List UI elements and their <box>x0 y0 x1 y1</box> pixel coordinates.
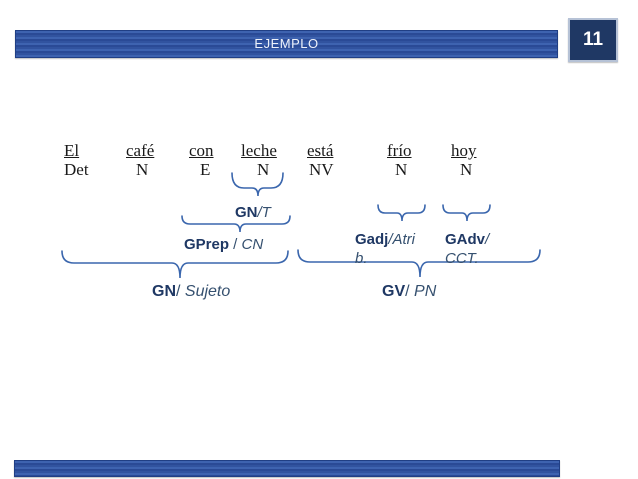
label-gadv-cct: GAdv/ CCT. <box>445 230 489 268</box>
label-gprep-rest: CN <box>241 236 264 253</box>
label-gn-t: GN/T <box>235 203 271 222</box>
word-hoy: hoy <box>451 141 477 160</box>
title-banner: EJEMPLO <box>15 30 558 58</box>
page-number-badge: 11 <box>568 18 618 62</box>
label-gadv-bold: GAdv <box>445 231 486 248</box>
pos-n-hoy: N <box>460 160 473 179</box>
label-gn-t-rest: /T <box>257 204 271 221</box>
pos-det: Det <box>64 160 89 179</box>
label-gadj-line2: b. <box>355 250 368 267</box>
label-gadj-atrib: Gadj/Atri b. <box>355 230 415 268</box>
word-frio: frío <box>387 141 412 160</box>
pos-nv-esta: NV <box>309 160 334 179</box>
label-sujeto-bold: GN <box>152 283 176 300</box>
label-gadj-rest: /Atri <box>388 231 416 248</box>
pos-n-frio: N <box>395 160 408 179</box>
bracket-gadv <box>442 204 491 222</box>
label-gv-pn: GV/ PN <box>382 282 436 301</box>
label-gv-bold: GV <box>382 283 406 300</box>
bracket-gv-pn <box>297 249 541 278</box>
label-gn-t-bold: GN <box>235 204 258 221</box>
pos-e-con: E <box>200 160 211 179</box>
word-el: El <box>64 141 80 160</box>
bracket-gn-sujeto <box>61 250 289 279</box>
slide-title: EJEMPLO <box>254 36 319 51</box>
label-gprep-cn: GPrep / CN <box>184 235 263 254</box>
label-gn-sujeto: GN/ Sujeto <box>152 282 230 301</box>
label-gv-sep: / <box>405 283 415 300</box>
label-gadj-bold: Gadj <box>355 231 389 248</box>
footer-bar <box>14 460 560 477</box>
label-gadv-rest: / <box>485 231 490 248</box>
label-sujeto-rest: Sujeto <box>184 283 231 300</box>
pos-n-cafe: N <box>136 160 149 179</box>
bracket-gadj <box>377 204 426 222</box>
page-number: 11 <box>582 29 604 50</box>
label-gprep-sep: / <box>229 236 242 253</box>
word-con: con <box>189 141 214 160</box>
label-sujeto-sep: / <box>176 283 185 300</box>
word-esta: está <box>307 141 334 160</box>
label-gprep-bold: GPrep <box>184 236 230 253</box>
word-cafe: café <box>126 141 155 160</box>
pos-n-leche: N <box>257 160 270 179</box>
label-gv-rest: PN <box>414 283 437 300</box>
word-leche: leche <box>241 141 277 160</box>
label-gadv-line2: CCT. <box>445 250 479 267</box>
